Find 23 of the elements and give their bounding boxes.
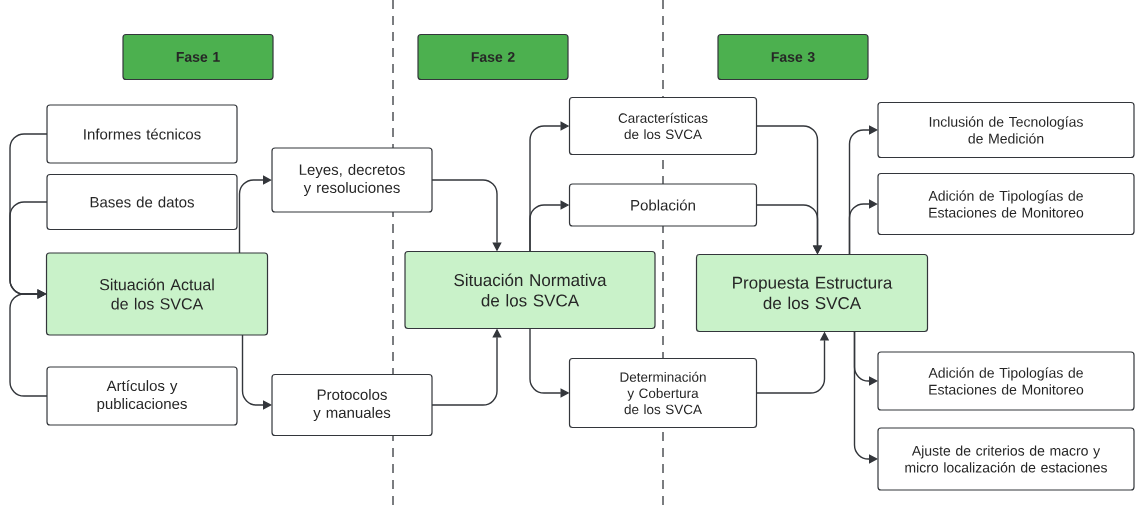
process-box: Inclusión de Tecnologías de Medición <box>877 101 1135 159</box>
process-box: Leyes, decretos y resoluciones <box>271 147 433 213</box>
process-box: Informes técnicos <box>46 104 238 164</box>
process-box: Determinación y Cobertura de los SVCA <box>568 357 758 429</box>
process-box: Población <box>568 183 758 227</box>
process-box: Bases de datos <box>46 173 238 231</box>
arrow <box>9 289 48 397</box>
process-box: Características de los SVCA <box>568 96 758 156</box>
process-box: Artículos y publicaciones <box>46 366 238 426</box>
arrow <box>853 330 878 464</box>
arrow <box>238 175 272 254</box>
arrow <box>241 334 272 410</box>
phase-header: Fase 1 <box>122 33 274 81</box>
arrow <box>848 199 878 256</box>
main-process-box: Situación Normativa de los SVCA <box>404 250 656 330</box>
process-box: Ajuste de criterios de macro y micro localización de estaciones <box>877 427 1135 491</box>
main-process-box: Propuesta Estructura de los SVCA <box>695 253 929 333</box>
process-box: Protocolos y manuales <box>271 373 433 437</box>
process-box: Adición de Tipologías de Estaciones de Monitoreo <box>877 351 1135 411</box>
process-box: Adición de Tipologías de Estaciones de Monitoreo <box>877 172 1135 236</box>
main-process-box: Situación Actual de los SVCA <box>45 252 269 336</box>
phase-header: Fase 2 <box>417 33 569 81</box>
phase-header: Fase 3 <box>717 33 869 81</box>
